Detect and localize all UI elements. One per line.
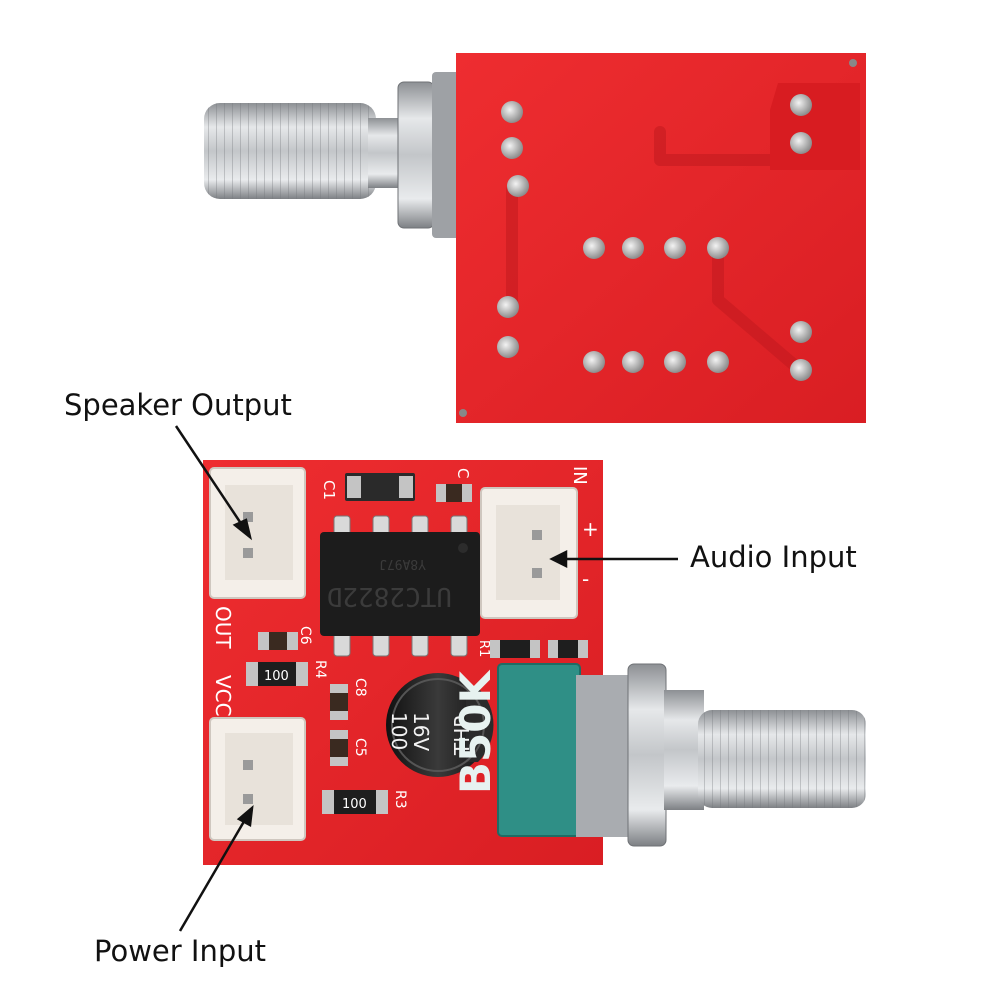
silk-in: IN [569, 466, 590, 485]
cap-value-label: 100 [387, 712, 411, 750]
smd-capacitor-c8 [330, 684, 348, 720]
smd-resistor-top: 100 [246, 662, 308, 686]
power-input-connector [209, 717, 306, 841]
ref-r1: R1 [476, 640, 491, 657]
ref-c5: C5 [352, 738, 368, 757]
speaker-output-label: Speaker Output [64, 388, 292, 422]
smd-capacitor-c5 [330, 730, 348, 766]
silk-plus: + [582, 517, 599, 541]
callout-arrows [174, 425, 678, 932]
ref-c2: C [454, 468, 472, 478]
audio-input-label: Audio Input [690, 540, 857, 574]
audio-input-connector [480, 487, 578, 619]
chip-label: UTC2822D [327, 581, 452, 611]
board-front: OUT VCC IN + - [203, 460, 866, 865]
silk-minus: - [582, 567, 589, 591]
chip-batch: Y8A97J [379, 556, 426, 571]
smd-resistor-r1 [490, 640, 588, 658]
resistor-top-value: 100 [264, 669, 289, 684]
resistor-bottom-value: 100 [342, 797, 367, 812]
ref-c6: C6 [297, 626, 313, 645]
ref-c1: C1 [320, 480, 338, 500]
solder-pads-back [497, 94, 812, 381]
ref-r4: R4 [312, 660, 328, 679]
smd-capacitor-c2 [436, 484, 472, 502]
smd-capacitor-c6 [258, 632, 298, 650]
smd-capacitor-c1 [345, 473, 415, 501]
cap-type-label: THP [450, 716, 474, 756]
ref-r3: R3 [392, 790, 408, 809]
speaker-output-connector [209, 467, 306, 599]
power-input-arrow [178, 817, 248, 932]
potentiometer-knob-top [204, 72, 460, 238]
silk-vcc: VCC [211, 675, 235, 717]
silk-out: OUT [211, 606, 235, 649]
ref-c8: C8 [352, 678, 368, 697]
smd-resistor-bottom: 100 [322, 790, 388, 814]
potentiometer-label: B50K [451, 670, 500, 794]
potentiometer: B50K [451, 663, 866, 847]
cap-voltage-label: 16V [409, 712, 433, 751]
amplifier-chip: UTC2822D Y8A97J [320, 515, 480, 657]
power-input-label: Power Input [94, 934, 266, 968]
board-back [204, 53, 866, 423]
electrolytic-capacitor: THP 100 16V [386, 673, 494, 777]
speaker-output-arrow [174, 425, 246, 529]
